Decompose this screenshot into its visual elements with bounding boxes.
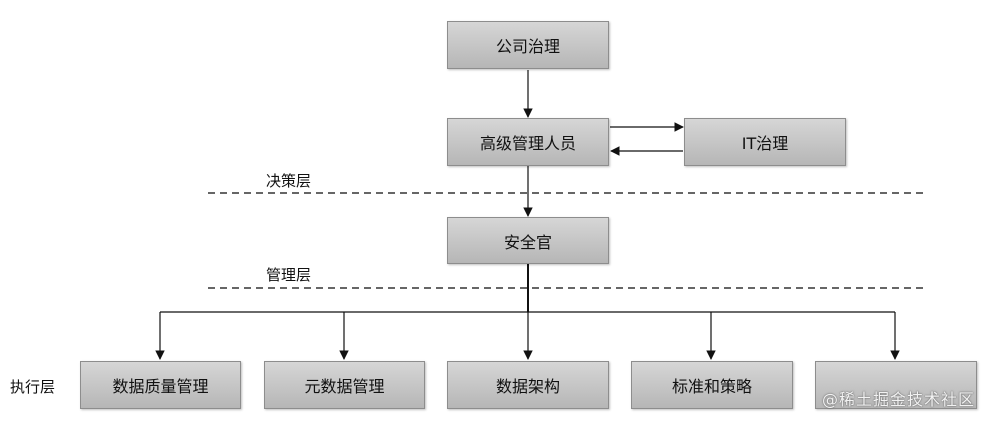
node-data-quality: 数据质量管理 — [80, 361, 241, 409]
node-security-officer: 安全官 — [447, 217, 609, 264]
layer-label-decision: 决策层 — [266, 172, 312, 190]
node-senior-management: 高级管理人员 — [447, 118, 609, 166]
layer-label-management: 管理层 — [266, 266, 312, 284]
node-standards-policy: 标准和策略 — [631, 361, 793, 409]
node-it-governance: IT治理 — [684, 118, 846, 166]
node-blank — [815, 361, 977, 409]
node-data-architecture: 数据架构 — [447, 361, 609, 409]
layer-label-execution: 执行层 — [10, 378, 56, 396]
node-metadata: 元数据管理 — [264, 361, 425, 409]
node-corporate-governance: 公司治理 — [447, 21, 609, 69]
watermark: @稀土掘金技术社区 — [822, 390, 976, 409]
